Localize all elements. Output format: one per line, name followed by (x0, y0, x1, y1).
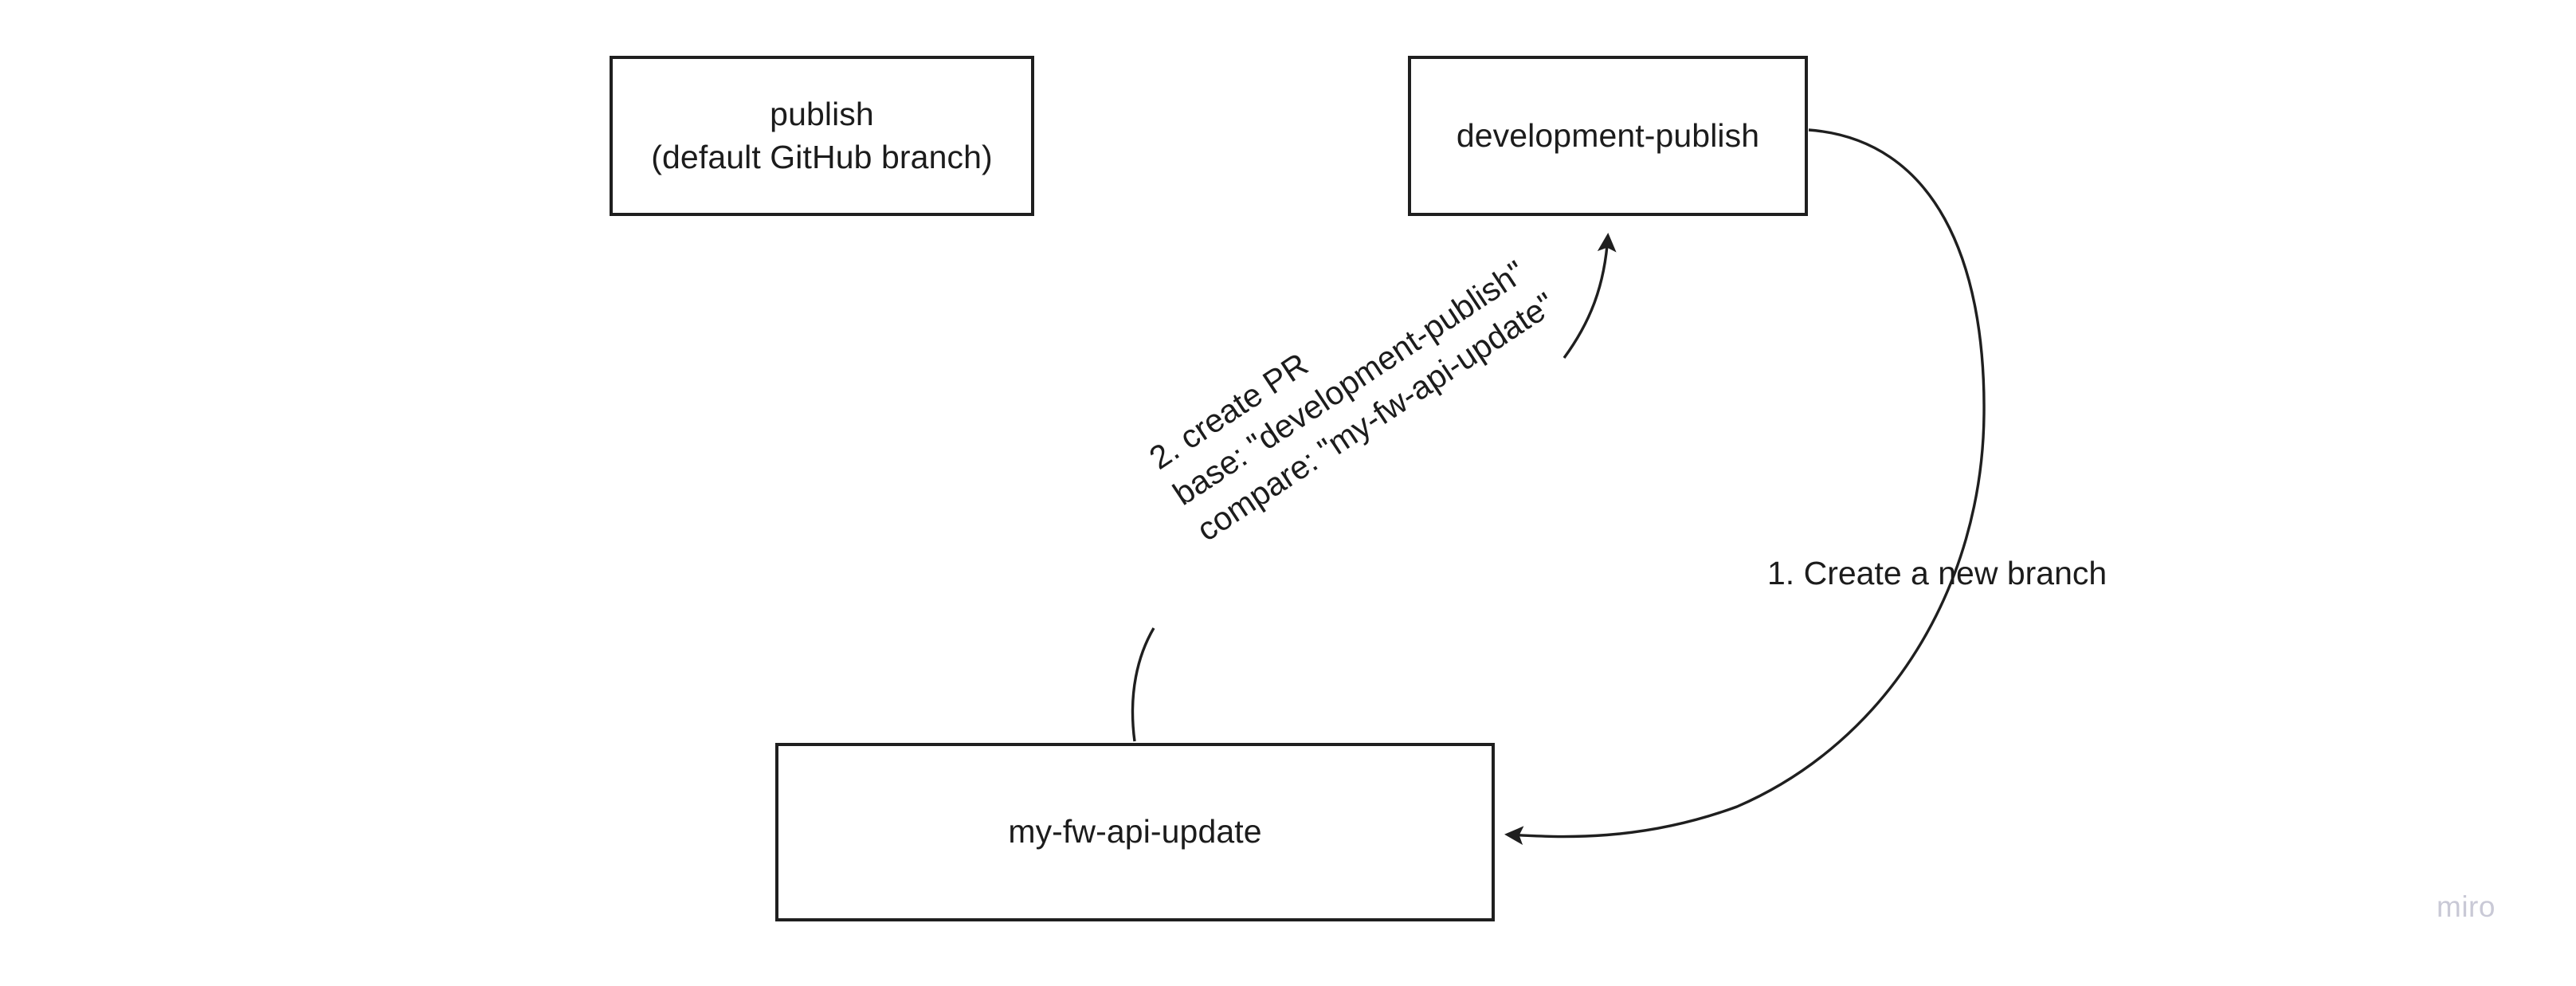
node-publish-label: publish (default GitHub branch) (651, 96, 993, 175)
edge-create-pr-path-lower (1131, 627, 1155, 742)
node-development-publish-label: development-publish (1456, 116, 1760, 154)
node-development-publish[interactable]: development-publish (1408, 56, 1808, 216)
edge-label-create-branch[interactable]: 1. Create a new branch (1767, 555, 2107, 591)
node-my-fw-api-update[interactable]: my-fw-api-update (775, 743, 1495, 921)
edge-create-pr-path-upper (1562, 233, 1617, 359)
node-publish[interactable]: publish (default GitHub branch) (610, 56, 1034, 216)
edge-create-branch-path (1504, 128, 1986, 846)
miro-watermark: miro (2437, 890, 2496, 923)
edge-label-create-pr[interactable]: 2. create PR base: "development-publish"… (1143, 253, 1562, 548)
node-my-fw-api-update-label: my-fw-api-update (1008, 813, 1262, 850)
